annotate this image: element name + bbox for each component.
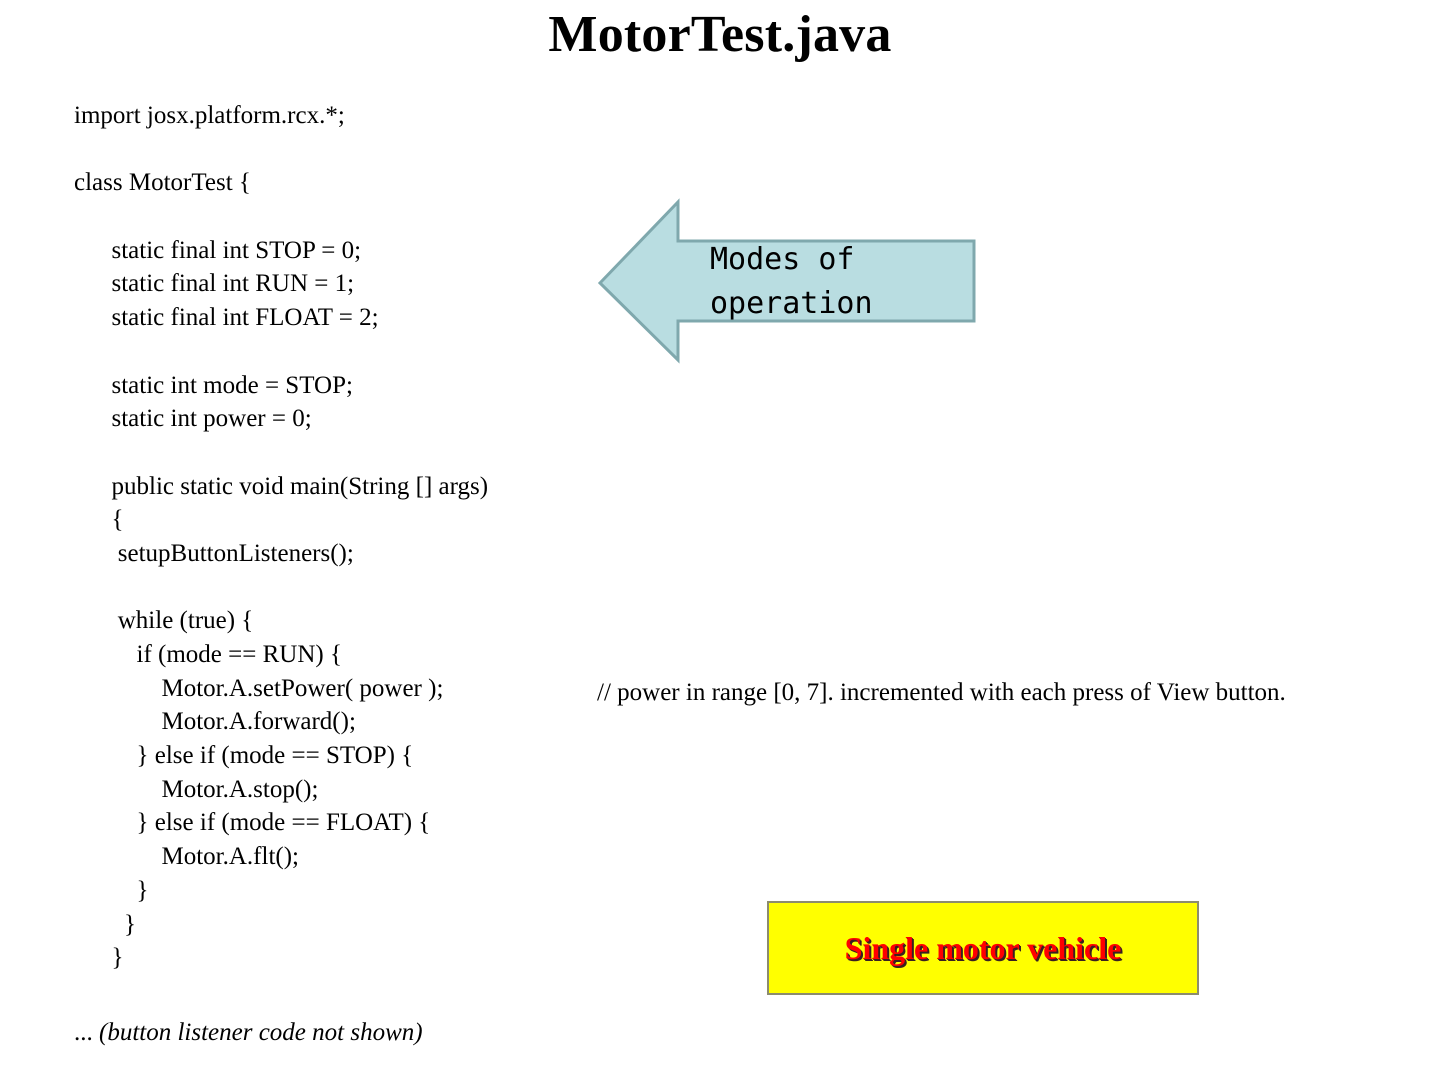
code-line: Motor.A.setPower( power ); (74, 674, 444, 702)
code-line: static final int STOP = 0; (74, 236, 362, 264)
code-line: } else if (mode == STOP) { (74, 742, 414, 770)
code-line: import josx.platform.rcx.*; (74, 102, 345, 129)
code-line: static int mode = STOP; (74, 371, 353, 399)
modes-of-operation-callout: Modes of operation (598, 198, 976, 364)
left-arrow-icon (598, 198, 976, 364)
single-motor-vehicle-callout: Single motor vehicle (767, 901, 1199, 995)
code-line: Motor.A.stop(); (74, 775, 319, 803)
code-line: } (74, 876, 149, 904)
footnote: ... (button listener code not shown) (74, 1016, 423, 1049)
page-title: MotorTest.java (548, 6, 892, 63)
modes-of-operation-label: Modes of operation (710, 242, 873, 321)
code-line: static int power = 0; (74, 405, 312, 433)
code-line (74, 571, 634, 605)
footnote-italic-text: (button listener code not shown) (99, 1019, 423, 1046)
code-listing: import josx.platform.rcx.*; class MotorT… (74, 99, 634, 975)
code-line: if (mode == RUN) { (74, 641, 342, 668)
code-line: static final int RUN = 1; (74, 270, 355, 298)
code-line: class MotorTest { (74, 169, 251, 197)
footnote-prefix: ... (74, 1019, 99, 1046)
single-motor-vehicle-label: Single motor vehicle (844, 930, 1122, 966)
code-line (74, 436, 634, 470)
code-line: } else if (mode == FLOAT) { (74, 809, 431, 837)
code-line: } (74, 910, 136, 938)
code-line: { (74, 506, 124, 534)
code-inline-comment: // power in range [0, 7]. incremented wi… (597, 679, 1286, 706)
code-line (74, 335, 634, 369)
code-line: public static void main(String [] args) (74, 472, 489, 500)
code-line (74, 133, 634, 167)
code-line: static final int FLOAT = 2; (74, 304, 379, 332)
code-line (74, 200, 634, 234)
code-line: while (true) { (74, 607, 254, 635)
code-line: Motor.A.forward(); (74, 708, 356, 736)
code-line: } (74, 944, 124, 972)
code-line: setupButtonListeners(); (74, 539, 354, 567)
code-line: Motor.A.flt(); (74, 843, 300, 871)
